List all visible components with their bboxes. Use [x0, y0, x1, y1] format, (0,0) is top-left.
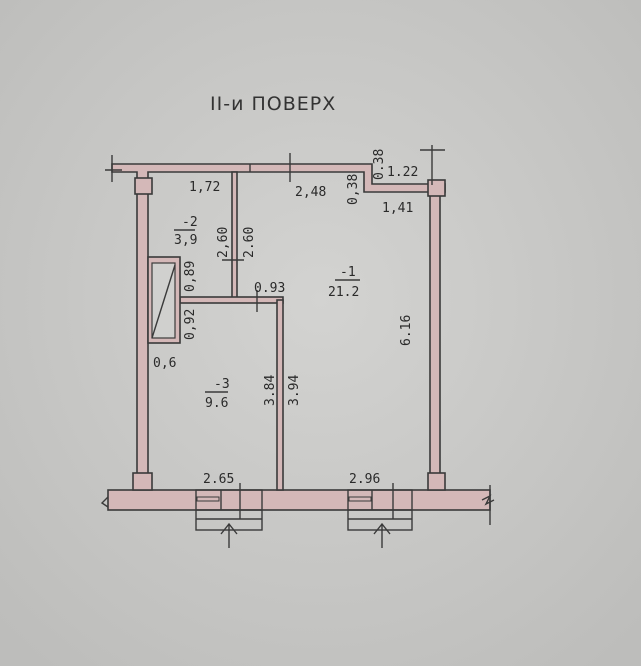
entry-arrow-icon — [373, 522, 391, 548]
room-number: -2 — [182, 215, 198, 230]
walls — [100, 145, 495, 525]
room-number: -3 — [214, 377, 230, 392]
closet-diagonal — [151, 264, 176, 339]
dimension-0-89: 0,89 — [183, 261, 198, 292]
break-mark-bottom-right — [481, 485, 495, 525]
step-icon — [196, 496, 220, 502]
entrance-right — [347, 483, 413, 548]
partition-horizontal — [179, 296, 284, 304]
dimension-0-6: 0,6 — [153, 356, 176, 371]
dimension-2-60-right: 2.60 — [242, 227, 257, 258]
top-wall — [111, 163, 446, 491]
dimension-0-38-top: 0.38 — [372, 149, 387, 180]
left-pillar — [134, 177, 153, 195]
bottom-right-pillar — [427, 472, 446, 491]
room-area: 21.2 — [328, 285, 359, 300]
partition-vertical-lower — [276, 299, 284, 491]
dimension-2-48: 2,48 — [295, 185, 326, 200]
dimension-1-72: 1,72 — [189, 180, 220, 195]
dimension-0-38-lower: 0,38 — [346, 174, 361, 205]
dimension-6-16: 6.16 — [399, 315, 414, 346]
dimension-3-94: 3.94 — [287, 375, 302, 406]
dimension-2-96: 2.96 — [349, 472, 380, 487]
dimension-2-65: 2.65 — [203, 472, 234, 487]
break-mark-bottom-left — [100, 496, 109, 508]
dimension-0-92: 0,92 — [183, 309, 198, 340]
dimension-1-41: 1,41 — [382, 201, 413, 216]
room-label-3: -3 9.6 — [205, 377, 230, 411]
dimension-1-22: 1.22 — [387, 165, 418, 180]
dimensions: 1,72 2,48 0.38 1.22 0,38 1,41 2,60 2.60 … — [153, 149, 418, 487]
partition-vertical-upper — [231, 171, 238, 301]
room-label-2: -2 3,9 — [174, 215, 198, 248]
bottom-left-pillar — [132, 472, 153, 491]
entry-arrow-icon — [220, 522, 238, 548]
room-area: 9.6 — [205, 396, 228, 411]
right-wall — [429, 183, 441, 491]
dimension-3-84: 3.84 — [263, 375, 278, 406]
dimension-0-93: 0.93 — [254, 281, 285, 296]
step-icon — [348, 496, 372, 502]
entrance-left — [195, 483, 263, 548]
floor-title: II-и ПОВЕРХ — [210, 93, 336, 115]
room-area: 3,9 — [174, 233, 197, 248]
room-label-1: -1 21.2 — [328, 265, 360, 300]
right-pillar — [427, 179, 446, 197]
room-number: -1 — [340, 265, 356, 280]
dimension-2-60-left: 2,60 — [216, 227, 231, 258]
bottom-wall — [107, 489, 491, 511]
